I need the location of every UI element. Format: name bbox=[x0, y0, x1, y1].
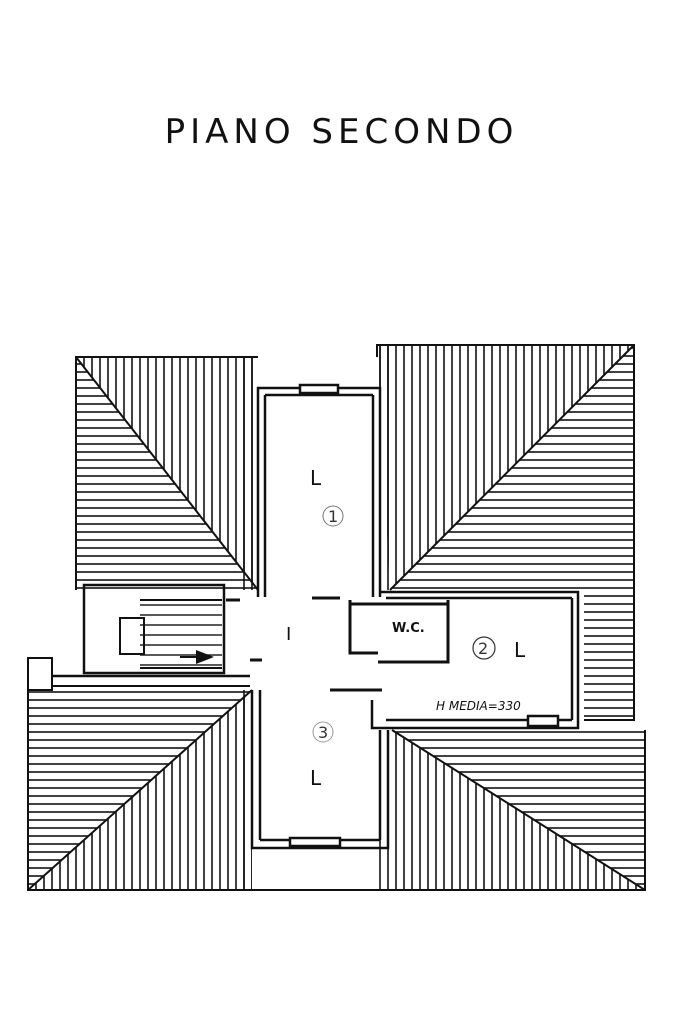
stair-well bbox=[52, 583, 250, 687]
roof-outline bbox=[27, 344, 646, 891]
wc-label: W.C. bbox=[392, 621, 425, 636]
room-3-label: L bbox=[310, 766, 322, 790]
plan-title: PIANO SECONDO bbox=[164, 112, 519, 152]
height-note: H MEDIA=330 bbox=[436, 699, 521, 713]
room-3-number: 3 bbox=[318, 723, 328, 742]
room-1-number-circle bbox=[322, 505, 344, 527]
room-1-number: 1 bbox=[328, 507, 338, 526]
room-2-number-circle bbox=[472, 636, 496, 660]
room-2-label: L bbox=[514, 638, 526, 662]
stair-label: I bbox=[286, 624, 291, 645]
room-2-number: 2 bbox=[478, 639, 488, 658]
stair-direction-arrow-icon bbox=[196, 650, 214, 664]
wc-walls bbox=[348, 600, 450, 664]
landing-walls bbox=[226, 596, 382, 692]
room-1-label: L bbox=[310, 466, 322, 490]
room-2-walls bbox=[370, 590, 580, 730]
room-3-walls bbox=[250, 690, 390, 850]
room-1-walls bbox=[256, 383, 382, 597]
room-3-number-circle bbox=[312, 721, 334, 743]
